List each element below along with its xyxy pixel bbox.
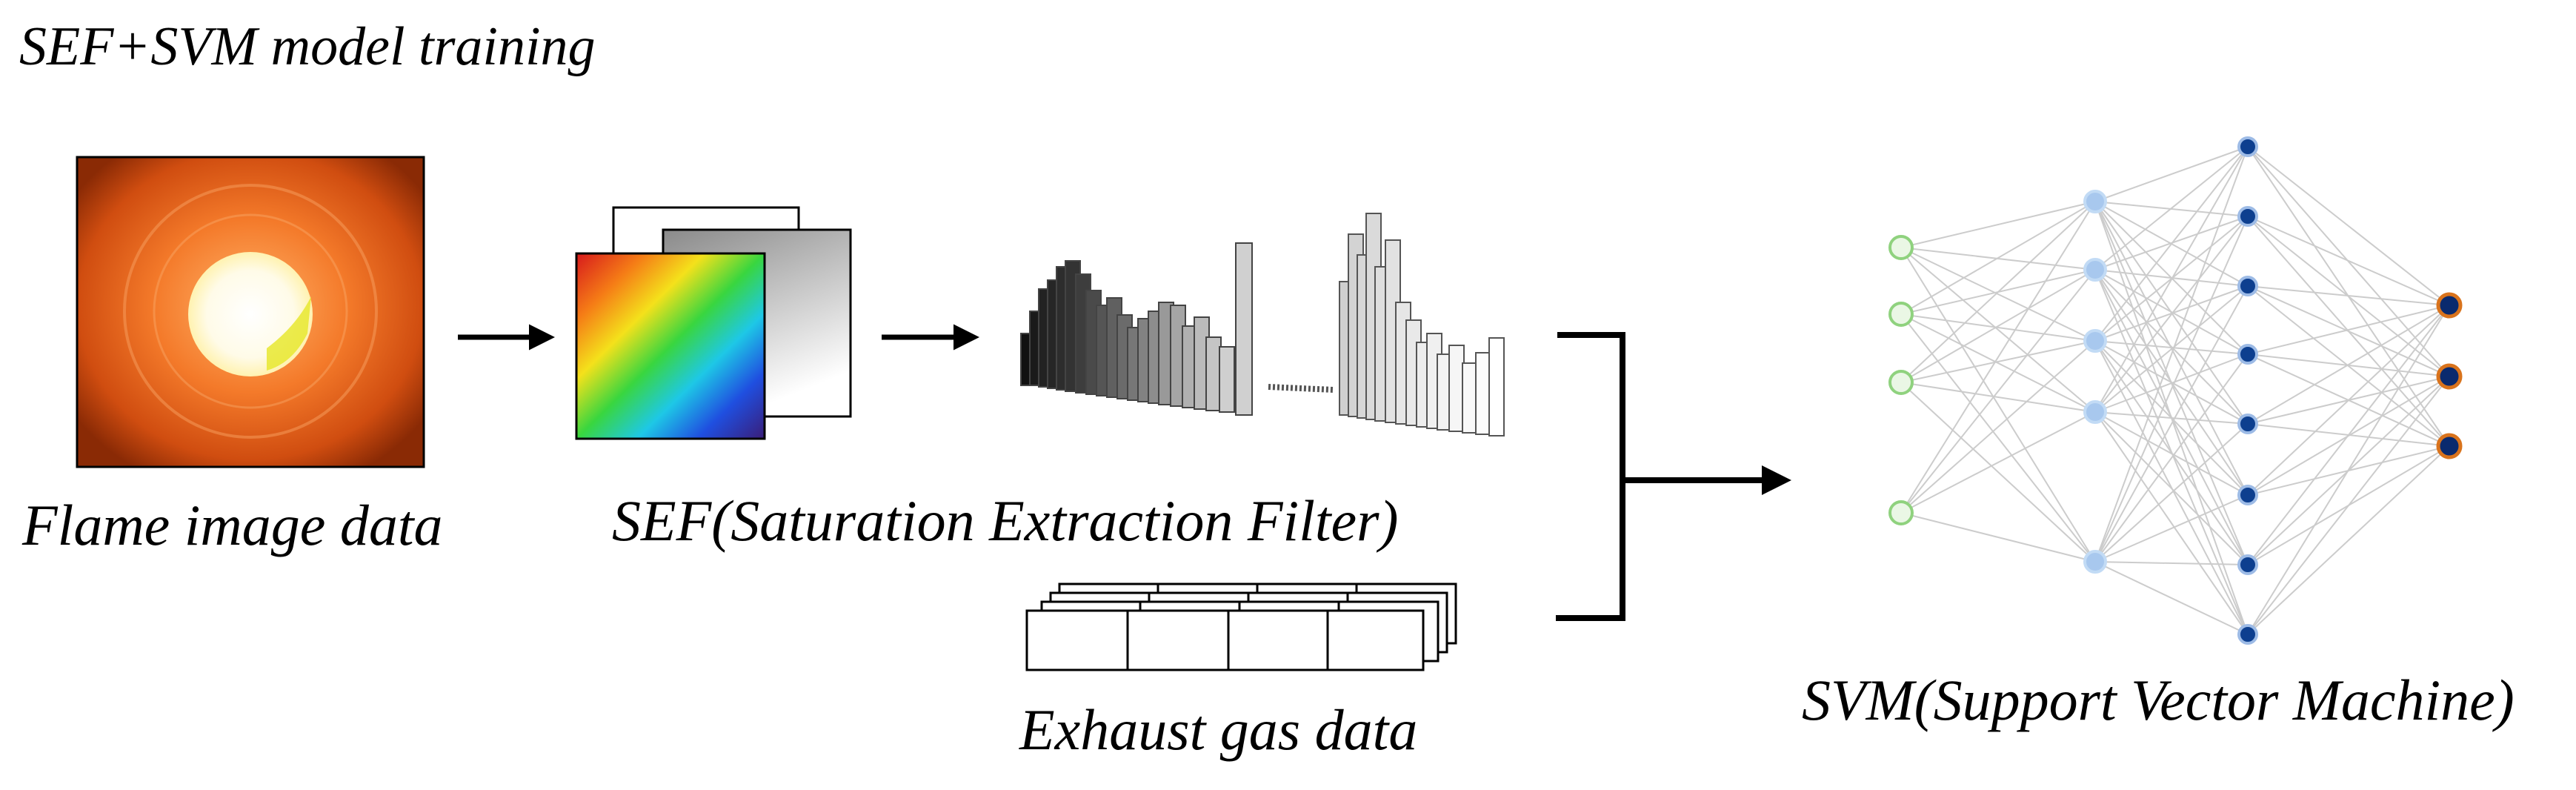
input-node [1888,370,1914,395]
sef-label: SEF(Saturation Extraction Filter) [612,488,1399,553]
network-edge [1900,201,2096,248]
network-edge [2094,411,2249,425]
hidden-node [2237,624,2258,645]
hidden-node [2237,485,2258,505]
histogram-right [1339,213,1505,437]
network-edge [2247,305,2450,355]
network-edge [2094,561,2249,635]
input-node [1888,235,1914,260]
hidden-node [2083,190,2107,213]
network-edge [1900,340,2096,383]
network-edge [1900,269,2096,383]
network-edge [2094,146,2249,202]
output-node [2436,363,2463,390]
flame-image [76,156,425,468]
network-edge [2247,445,2450,635]
network-edge [1900,247,2096,413]
network-edge [1900,313,2096,562]
network-edge [2247,285,2450,306]
flame-image-label: Flame image data [22,493,443,557]
network-edge [1900,201,2096,315]
input-node [1888,500,1914,525]
network-edge [2094,411,2249,565]
hidden-node [2083,258,2107,282]
hidden-node [2237,344,2258,365]
network-edge [1900,382,2096,562]
network-edge [1900,269,2096,514]
network-edge [1900,201,2096,514]
network-edge [2094,353,2249,562]
network-edge [2247,305,2450,565]
network-edge [2094,269,2249,355]
hidden-node [2083,400,2107,424]
network-edge [2094,285,2249,413]
network-edge [1900,313,2096,413]
network-edge [1900,340,2096,514]
network-edge [2247,305,2450,425]
network-edge [2247,305,2450,496]
hidden-node [2237,276,2258,296]
network-edge [2094,494,2249,562]
network-edge [2094,216,2249,413]
network-edge [2094,423,2249,562]
network-edge [1900,247,2096,562]
output-node [2436,433,2463,459]
sef-filter-stack [575,206,852,440]
network-edge [1900,247,2096,342]
network-edge [2094,353,2249,413]
hidden-node [2237,136,2258,157]
exhaust-gas-table [1025,582,1457,671]
hidden-node [2237,554,2258,575]
histogram-left [1020,242,1253,416]
network-edge [2247,376,2450,635]
network-edge [2094,340,2249,355]
network-edge [2247,216,2450,306]
hidden-node [2083,329,2107,353]
svm-network-nodes [1888,136,2463,645]
svm-label: SVM(Support Vector Machine) [1802,668,2515,732]
network-edge [1900,512,2096,562]
diagram-title: SEF+SVM model training [19,16,596,77]
network-edge [2094,411,2249,496]
hidden-node [2237,414,2258,434]
merge-bracket [1556,332,1625,621]
network-edge [2094,146,2249,413]
network-edge [2094,285,2249,562]
network-edge [1900,382,2096,413]
network-edge [1900,313,2096,342]
network-edge [2247,305,2450,635]
network-edge [2094,561,2249,565]
network-edge [2247,146,2450,306]
network-edge [2094,411,2249,635]
network-edge [1900,411,2096,514]
network-edge [2094,146,2249,270]
network-edge [1900,201,2096,383]
histogram-ellipsis [1268,384,1334,393]
network-edge [2094,146,2249,562]
output-node [2436,292,2463,319]
hidden-node [2237,206,2258,227]
exhaust-gas-label: Exhaust gas data [1019,697,1418,762]
hidden-node [2083,550,2107,574]
network-edge [2247,285,2450,377]
input-node [1888,302,1914,327]
network-edge [2094,216,2249,562]
network-edge [2094,146,2249,342]
svm-network-connections [1900,146,2450,635]
